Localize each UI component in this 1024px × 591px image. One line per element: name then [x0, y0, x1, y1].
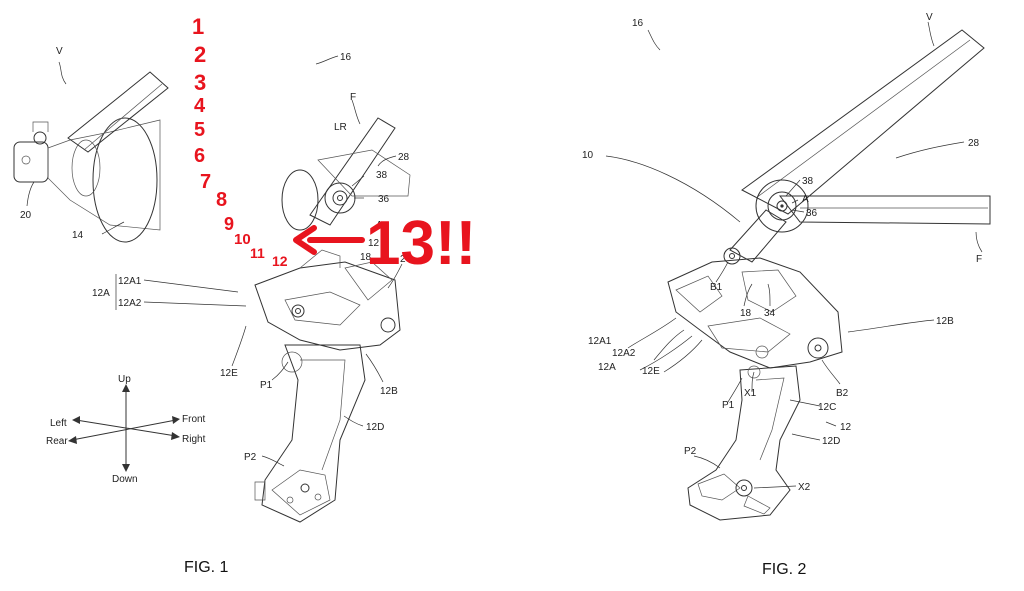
fig1-label-18: 18 [360, 252, 372, 263]
fig1-label-12a2: 12A2 [118, 298, 142, 309]
fig2-label-12a: 12A [598, 362, 616, 373]
dir-up: Up [118, 374, 131, 385]
fig1-direction-compass [68, 384, 180, 472]
fig2-label-p2: P2 [684, 446, 697, 457]
fig1: V 16 F LR 28 38 36 A 12 18 2 20 14 12A1 … [13, 14, 476, 576]
fig1-label-38: 38 [376, 170, 388, 181]
fig2-label-a: A [802, 194, 809, 205]
fig1-label-12a1: 12A1 [118, 276, 142, 287]
fig2-label-b1: B1 [710, 282, 723, 293]
fig1-label-20: 20 [20, 210, 32, 221]
sprocket-number-10: 10 [234, 231, 251, 248]
fig1-caption: FIG. 1 [184, 559, 229, 576]
fig1-label-v: V [56, 46, 63, 57]
fig2-label-28: 28 [968, 138, 980, 149]
fig2-label-12d: 12D [822, 436, 840, 447]
fig1-cassette [281, 169, 319, 231]
fig1-hub [13, 117, 161, 243]
dir-front: Front [182, 414, 206, 425]
sprocket-number-8: 8 [216, 189, 227, 211]
fig2-label-v: V [926, 12, 933, 23]
dir-left: Left [50, 418, 67, 429]
sprocket-number-3: 3 [194, 70, 206, 95]
fig2-label-p1: P1 [722, 400, 735, 411]
sprocket-number-4: 4 [194, 95, 206, 117]
sprocket-number-1: 1 [192, 14, 204, 39]
fig2-label-f: F [976, 254, 982, 265]
fig1-label-lr: LR [334, 122, 347, 133]
dir-down: Down [112, 474, 138, 485]
fig2-label-x2: X2 [798, 482, 811, 493]
fig2-label-12a1: 12A1 [588, 336, 612, 347]
fig1-lockring [281, 169, 319, 231]
fig1-label-p1: P1 [260, 380, 273, 391]
fig2-label-12e: 12E [642, 366, 660, 377]
fig1-label-f: F [350, 92, 356, 103]
sprocket-number-11: 11 [250, 245, 265, 261]
sprocket-number-6: 6 [194, 145, 205, 167]
dir-right: Right [182, 434, 206, 445]
fig2-caption: FIG. 2 [762, 561, 807, 578]
fig2-cage [687, 365, 801, 521]
callout-13-arrow [293, 225, 365, 255]
fig1-label-p2: P2 [244, 452, 257, 463]
sprocket-number-5: 5 [194, 119, 205, 141]
fig1-cage [254, 344, 366, 523]
fig1-label-a: A [376, 220, 383, 231]
fig1-label-12e: 12E [220, 368, 238, 379]
dir-rear: Rear [46, 436, 68, 447]
fig1-label-12d: 12D [366, 422, 384, 433]
fig2-hanger [723, 209, 787, 265]
callout-13-text: 13!! [366, 209, 476, 278]
fig1-label-12-partial: 12 [368, 238, 380, 249]
sprocket-number-9: 9 [224, 214, 234, 234]
fig1-label-16: 16 [340, 52, 352, 63]
fig1-label-28: 28 [398, 152, 410, 163]
fig2-label-36: 36 [806, 208, 818, 219]
fig1-label-36: 36 [378, 194, 390, 205]
fig2-label-16: 16 [632, 18, 644, 29]
fig1-derailleur [254, 249, 401, 351]
fig2-label-18: 18 [740, 308, 752, 319]
fig2-leaders [605, 21, 983, 489]
fig2-stay-f [778, 195, 991, 225]
fig2-label-12a2: 12A2 [612, 348, 636, 359]
fig1-stay-v [67, 71, 169, 153]
fig2-label-34: 34 [764, 308, 776, 319]
fig1-label-14: 14 [72, 230, 84, 241]
fig2-axle [755, 179, 809, 233]
fig1-label-2-partial: 2 [400, 254, 406, 265]
fig2-label-b2: B2 [836, 388, 849, 399]
fig1-label-12b: 12B [380, 386, 398, 397]
fig2: 16 V 10 28 38 A 36 F B1 18 34 12B 12A1 1… [582, 12, 991, 578]
fig2-label-x1: X1 [744, 388, 757, 399]
fig1-leaders [26, 55, 403, 467]
fig2-label-12b: 12B [936, 316, 954, 327]
fig2-label-38: 38 [802, 176, 814, 187]
sprocket-number-2: 2 [194, 42, 206, 67]
sprocket-number-7: 7 [200, 171, 211, 193]
fig2-stay-v [741, 29, 985, 215]
fig2-label-12c: 12C [818, 402, 836, 413]
fig2-label-10: 10 [582, 150, 594, 161]
fig2-label-12: 12 [840, 422, 852, 433]
fig2-derailleur [667, 257, 843, 369]
sprocket-number-12: 12 [272, 253, 288, 269]
fig1-label-12a: 12A [92, 288, 110, 299]
